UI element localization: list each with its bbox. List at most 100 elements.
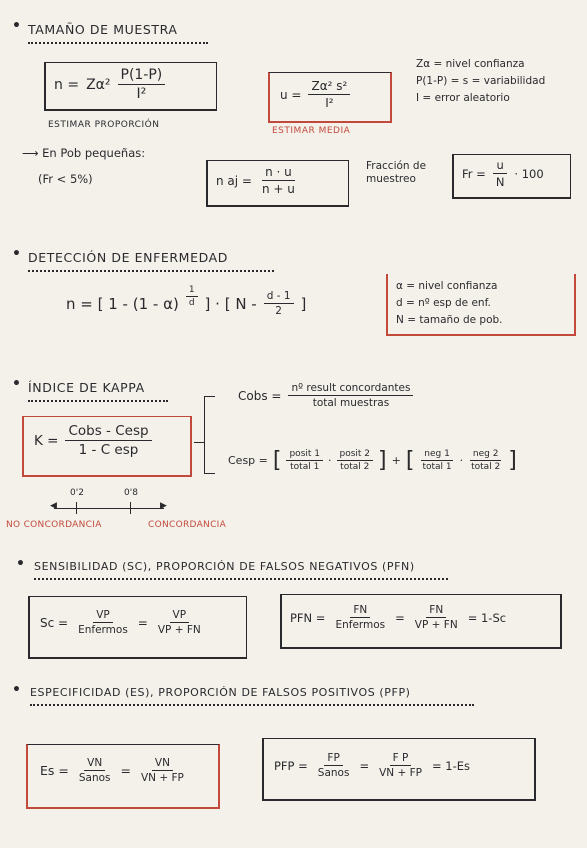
bracket-close: ] [508, 448, 517, 473]
formula-fraction: neg 1 total 1 [419, 449, 454, 472]
legend-item: Zα = nivel confianza [416, 58, 525, 70]
arrow-left-icon: ◀ [50, 501, 57, 511]
arrow-right-icon: ▶ [160, 501, 167, 511]
formula-box-mean: u = Zα² s² I² [268, 72, 392, 123]
numerator: posit 2 [336, 449, 374, 461]
title-underline [30, 700, 474, 706]
scale-tick [130, 502, 131, 514]
bracket-open: [ [405, 448, 415, 473]
formula-fraction: FN Enfermos [332, 604, 388, 631]
formula-box-kappa: K = Cobs - Cesp 1 - C esp [22, 416, 192, 477]
formula-fraction: d - 1 2 [263, 290, 294, 317]
caption-estimate-mean: Estimar media [272, 126, 351, 136]
formula-fraction: FP Sanos [315, 752, 353, 779]
scale-label-left: No concordancia [6, 520, 102, 530]
numerator: Zα² s² [308, 79, 351, 95]
operator-equals: = [395, 610, 405, 625]
denominator: I² [325, 96, 334, 110]
bracket [204, 396, 215, 474]
denominator: total 1 [422, 462, 452, 472]
scale-tick-label: 0'2 [70, 488, 84, 498]
scale-tick-label: 0'8 [124, 488, 138, 498]
denominator: Enfermos [335, 619, 386, 631]
operator-plus: + [391, 454, 401, 467]
numerator: posit 1 [286, 449, 323, 461]
exponent-fraction: 1 d [185, 285, 198, 308]
numerator: d - 1 [263, 290, 294, 304]
section-title-specificity: Especificidad (Es), proporción de falsos… [30, 686, 411, 699]
section-title-kappa: Índice de Kappa [28, 380, 145, 395]
formula-fraction: VN Sanos [76, 757, 114, 784]
section-title-detection: Detección de enfermedad [28, 250, 228, 265]
numerator: VN [84, 757, 106, 771]
formula-box-fraction: Fr = u N · 100 [452, 154, 571, 199]
denominator: Sanos [78, 772, 111, 784]
denominator: N [495, 175, 505, 189]
numerator: nº result concordantes [288, 382, 414, 396]
formula-fraction: nº result concordantes total muestras [288, 382, 414, 409]
bullet: • [12, 246, 21, 262]
scale-line [54, 508, 164, 509]
legend-box-detection: α = nivel confianza d = nº esp de enf. N… [386, 274, 576, 336]
formula-fraction: VP VP + FN [155, 609, 204, 636]
numerator: VP [93, 609, 113, 623]
denominator: n + u [261, 182, 295, 196]
small-pop-condition: (Fr < 5%) [38, 172, 93, 186]
operator-equals: = [359, 758, 370, 773]
fraction-label-line: Fracción de [366, 160, 427, 172]
formula-tail: · 100 [514, 166, 544, 181]
operator-equals: = [137, 615, 148, 630]
numerator: u [493, 158, 507, 174]
small-pop-note: ⟶ En Pob pequeñas: [22, 146, 145, 160]
denominator: Enfermos [78, 624, 128, 636]
formula-box-sensitivity: Sc = VP Enfermos = VP VP + FN [28, 596, 247, 659]
denominator: total muestras [312, 397, 390, 409]
fraction-label-line: muestreo [366, 173, 416, 185]
formula-fraction: VN VN + FP [138, 757, 187, 784]
numerator: VN [151, 757, 173, 771]
legend-sample-size: Zα = nivel confianza P(1-P) = s = variab… [416, 56, 545, 107]
formula-cobs: Cobs = nº result concordantes total mues… [238, 382, 414, 409]
formula-box-adjusted: n aj = n · u n + u [206, 160, 349, 207]
numerator: neg 2 [469, 449, 502, 461]
legend-item: I = error aleatorio [416, 92, 510, 104]
fraction-label: Fracción de muestreo [366, 160, 426, 186]
denominator: VP + FN [414, 619, 458, 631]
formula-lhs: PFN = [290, 610, 326, 625]
scale-tick [76, 502, 77, 514]
formula-box-proportion: n = Zα² P(1-P) I² [44, 62, 217, 111]
numerator: P(1-P) [117, 67, 166, 85]
numerator: F P [389, 752, 412, 766]
formula-lhs: Sc = [40, 615, 69, 630]
bullet: • [12, 682, 21, 698]
formula-fraction: Zα² s² I² [308, 79, 351, 110]
legend-item: d = nº esp de enf. [396, 297, 491, 309]
formula-lhs: Fr = [462, 166, 486, 181]
denominator: VN + FP [141, 772, 184, 784]
scale-label-right: concordancia [148, 520, 227, 530]
numerator: FN [350, 604, 371, 618]
formula-detection: n = [ 1 - (1 - α) 1 d ] · [ N - d - 1 2 … [66, 285, 306, 317]
formula-fraction: n · u n + u [259, 165, 298, 196]
small-pop-label: En Pob pequeñas: [42, 146, 146, 160]
bullet: • [12, 376, 21, 392]
denominator: d [188, 298, 195, 308]
denominator: total 1 [290, 462, 320, 472]
numerator: Cobs - Cesp [65, 423, 152, 441]
formula-part: n = [ 1 - (1 - α) [66, 294, 179, 313]
denominator: VN + FP [379, 767, 422, 779]
caption-estimate-proportion: Estimar proporción [48, 120, 160, 130]
section-title-sensitivity: Sensibilidad (Sc), proporción de falsos … [34, 560, 415, 573]
formula-coef: Zα² [86, 76, 111, 93]
numerator: n · u [262, 165, 295, 181]
numerator: FN [426, 604, 447, 618]
formula-cesp: Cesp = [ posit 1 total 1 · posit 2 total… [228, 448, 517, 473]
formula-fraction: FN VP + FN [412, 604, 461, 631]
legend-item: α = nivel confianza [396, 280, 498, 292]
formula-tail: = 1-Sc [467, 610, 507, 625]
denominator: 1 - C esp [78, 442, 139, 458]
formula-lhs: K = [34, 432, 59, 449]
denominator: total 2 [340, 462, 370, 472]
formula-lhs: Cobs = [238, 388, 282, 403]
formula-lhs: n = [54, 76, 80, 93]
